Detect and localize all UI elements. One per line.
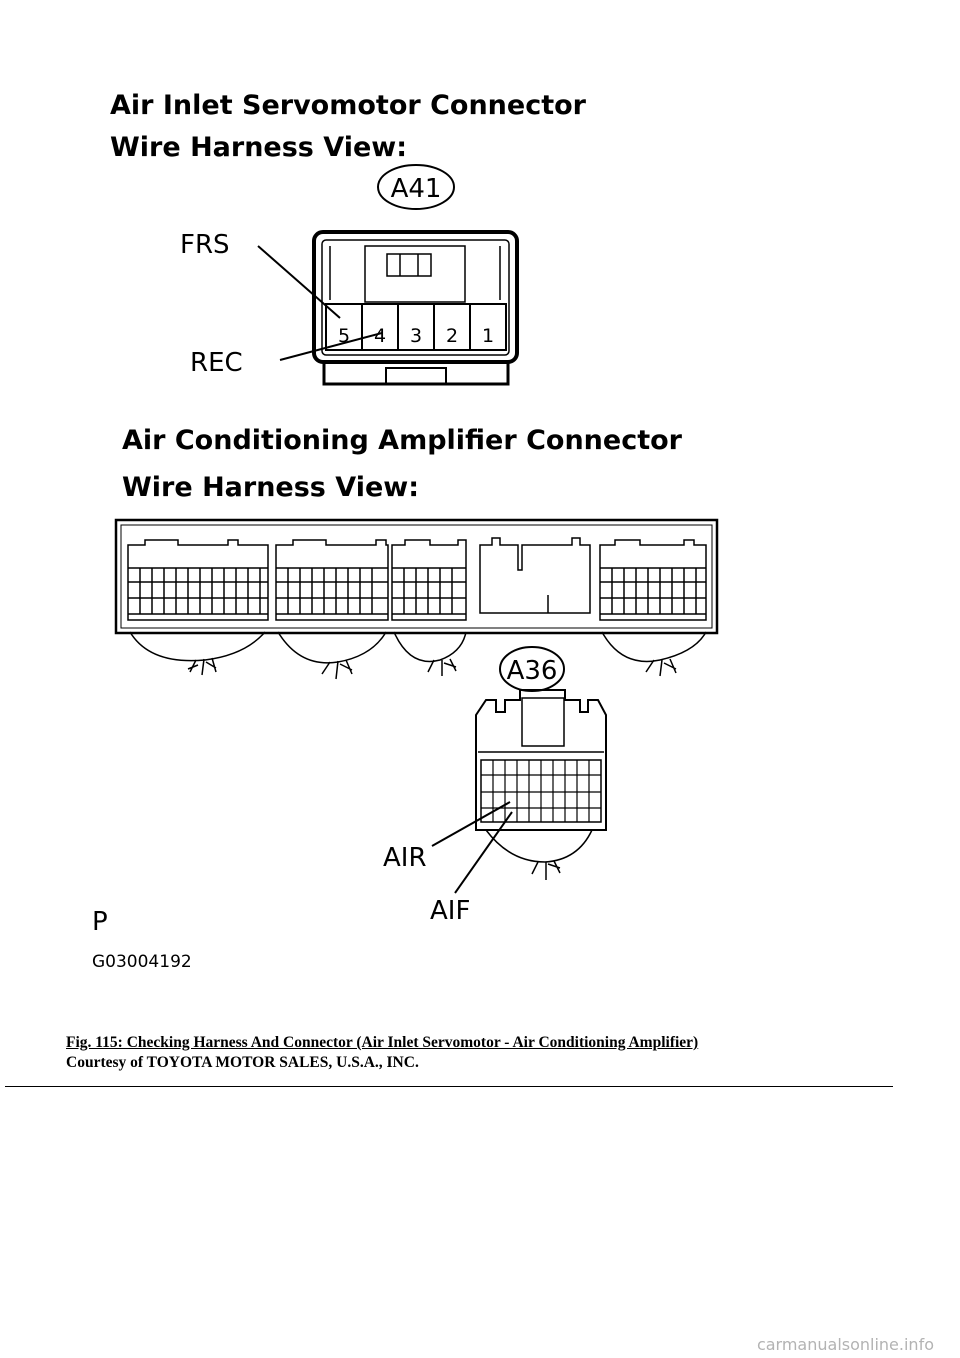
a41-connector — [312, 230, 519, 386]
heading-air-inlet-servomotor: Air Inlet Servomotor Connector — [110, 90, 587, 121]
amp-socket-4-a36 — [479, 537, 591, 614]
label-frs: FRS — [180, 230, 230, 260]
label-aif: AIF — [430, 896, 470, 926]
connector-diagram: Air Inlet Servomotor Connector Wire Harn… — [92, 90, 719, 972]
leader-air — [431, 801, 511, 847]
a36-connector — [475, 689, 607, 831]
harness-wire-bundles — [129, 631, 707, 880]
label-air: AIR — [383, 843, 427, 873]
horizontal-rule — [5, 1086, 893, 1087]
a41-callout-label: A41 — [391, 174, 442, 204]
ac-amplifier-housing — [114, 518, 719, 635]
code-letter: P — [92, 907, 108, 937]
figure-caption-link[interactable]: Fig. 115: Checking Harness And Connector… — [66, 1034, 699, 1051]
a36-callout-label: A36 — [507, 656, 558, 686]
amp-socket-2 — [275, 539, 389, 621]
a41-pin-1: 1 — [482, 325, 494, 347]
courtesy-line: Courtesy of TOYOTA MOTOR SALES, U.S.A., … — [66, 1054, 419, 1071]
amp-socket-1 — [127, 539, 269, 621]
leader-aif — [454, 811, 513, 894]
watermark: carmanualsonline.info — [756, 1335, 934, 1354]
a41-callout-ellipse — [377, 164, 455, 210]
ac-amplifier-connectors — [127, 537, 707, 621]
leader-frs — [257, 245, 341, 319]
a41-pin-numbers: 5 4 3 2 1 — [338, 325, 494, 347]
amp-socket-5 — [599, 539, 707, 621]
amp-socket-3 — [391, 539, 467, 621]
a41-pin-2: 2 — [446, 325, 458, 347]
leader-rec — [279, 332, 383, 361]
subheading-a41-wire-harness: Wire Harness View: — [110, 132, 407, 163]
a41-pin-4: 4 — [374, 325, 386, 347]
label-rec: REC — [190, 348, 243, 378]
subheading-a36-wire-harness: Wire Harness View: — [122, 472, 419, 503]
figure-code: G03004192 — [92, 952, 192, 972]
heading-ac-amplifier: Air Conditioning Amplifier Connector — [122, 425, 683, 456]
a41-pin-3: 3 — [410, 325, 422, 347]
